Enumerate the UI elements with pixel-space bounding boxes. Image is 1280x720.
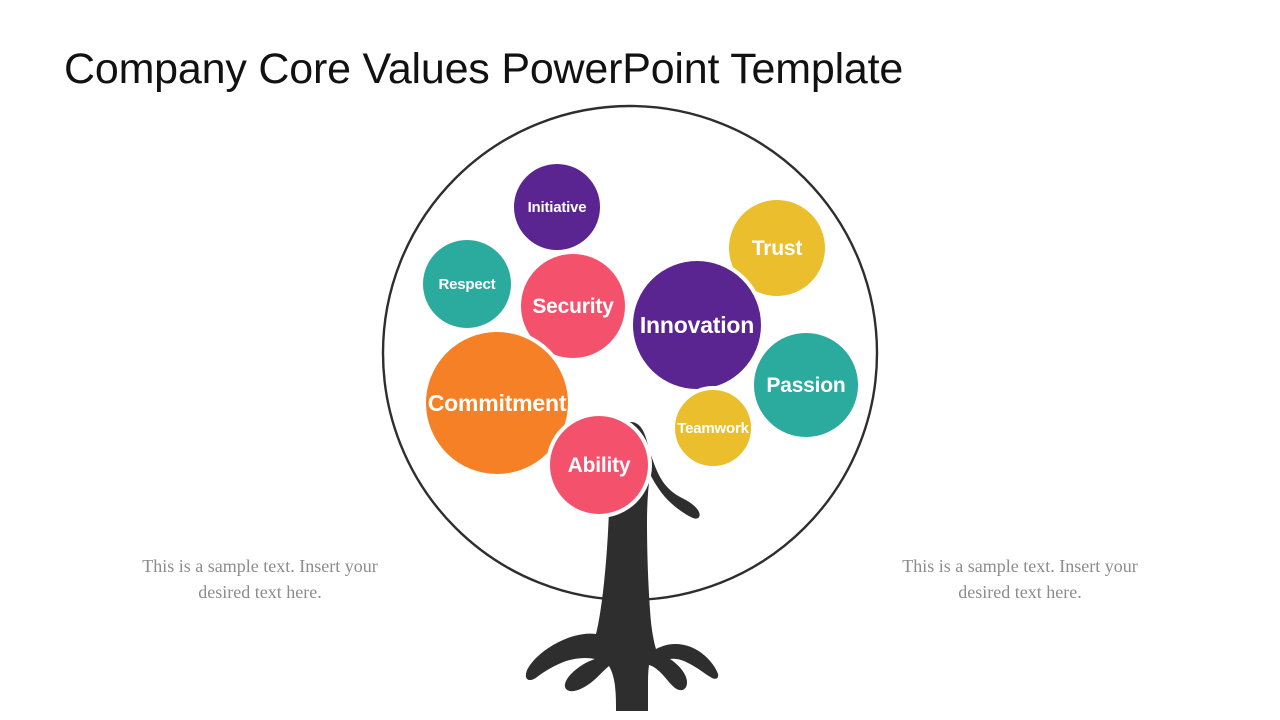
value-bubble-label: Ability bbox=[567, 453, 631, 477]
value-bubble-ability[interactable]: Ability bbox=[546, 412, 652, 518]
value-bubble-innovation[interactable]: Innovation bbox=[629, 257, 765, 393]
sample-caption-right: This is a sample text. Insert your desir… bbox=[902, 556, 1138, 602]
value-bubble-label: Commitment bbox=[427, 389, 567, 416]
value-bubble-respect[interactable]: Respect bbox=[419, 236, 515, 332]
page-title: Company Core Values PowerPoint Template bbox=[64, 45, 904, 93]
value-bubble-label: Teamwork bbox=[677, 419, 749, 437]
value-bubble-label: Respect bbox=[438, 275, 496, 293]
value-bubble-label: Initiative bbox=[527, 198, 587, 216]
value-bubble-label: Security bbox=[532, 294, 614, 318]
value-bubble-label: Passion bbox=[766, 373, 846, 397]
value-bubble-label: Trust bbox=[751, 236, 803, 260]
value-bubble-teamwork[interactable]: Teamwork bbox=[671, 386, 755, 470]
value-bubble-passion[interactable]: Passion bbox=[750, 329, 862, 441]
tree-trunk-silhouette bbox=[525, 422, 719, 711]
sample-caption-left: This is a sample text. Insert your desir… bbox=[142, 556, 378, 602]
value-bubble-initiative[interactable]: Initiative bbox=[510, 160, 604, 254]
value-bubble-label: Innovation bbox=[639, 311, 755, 338]
